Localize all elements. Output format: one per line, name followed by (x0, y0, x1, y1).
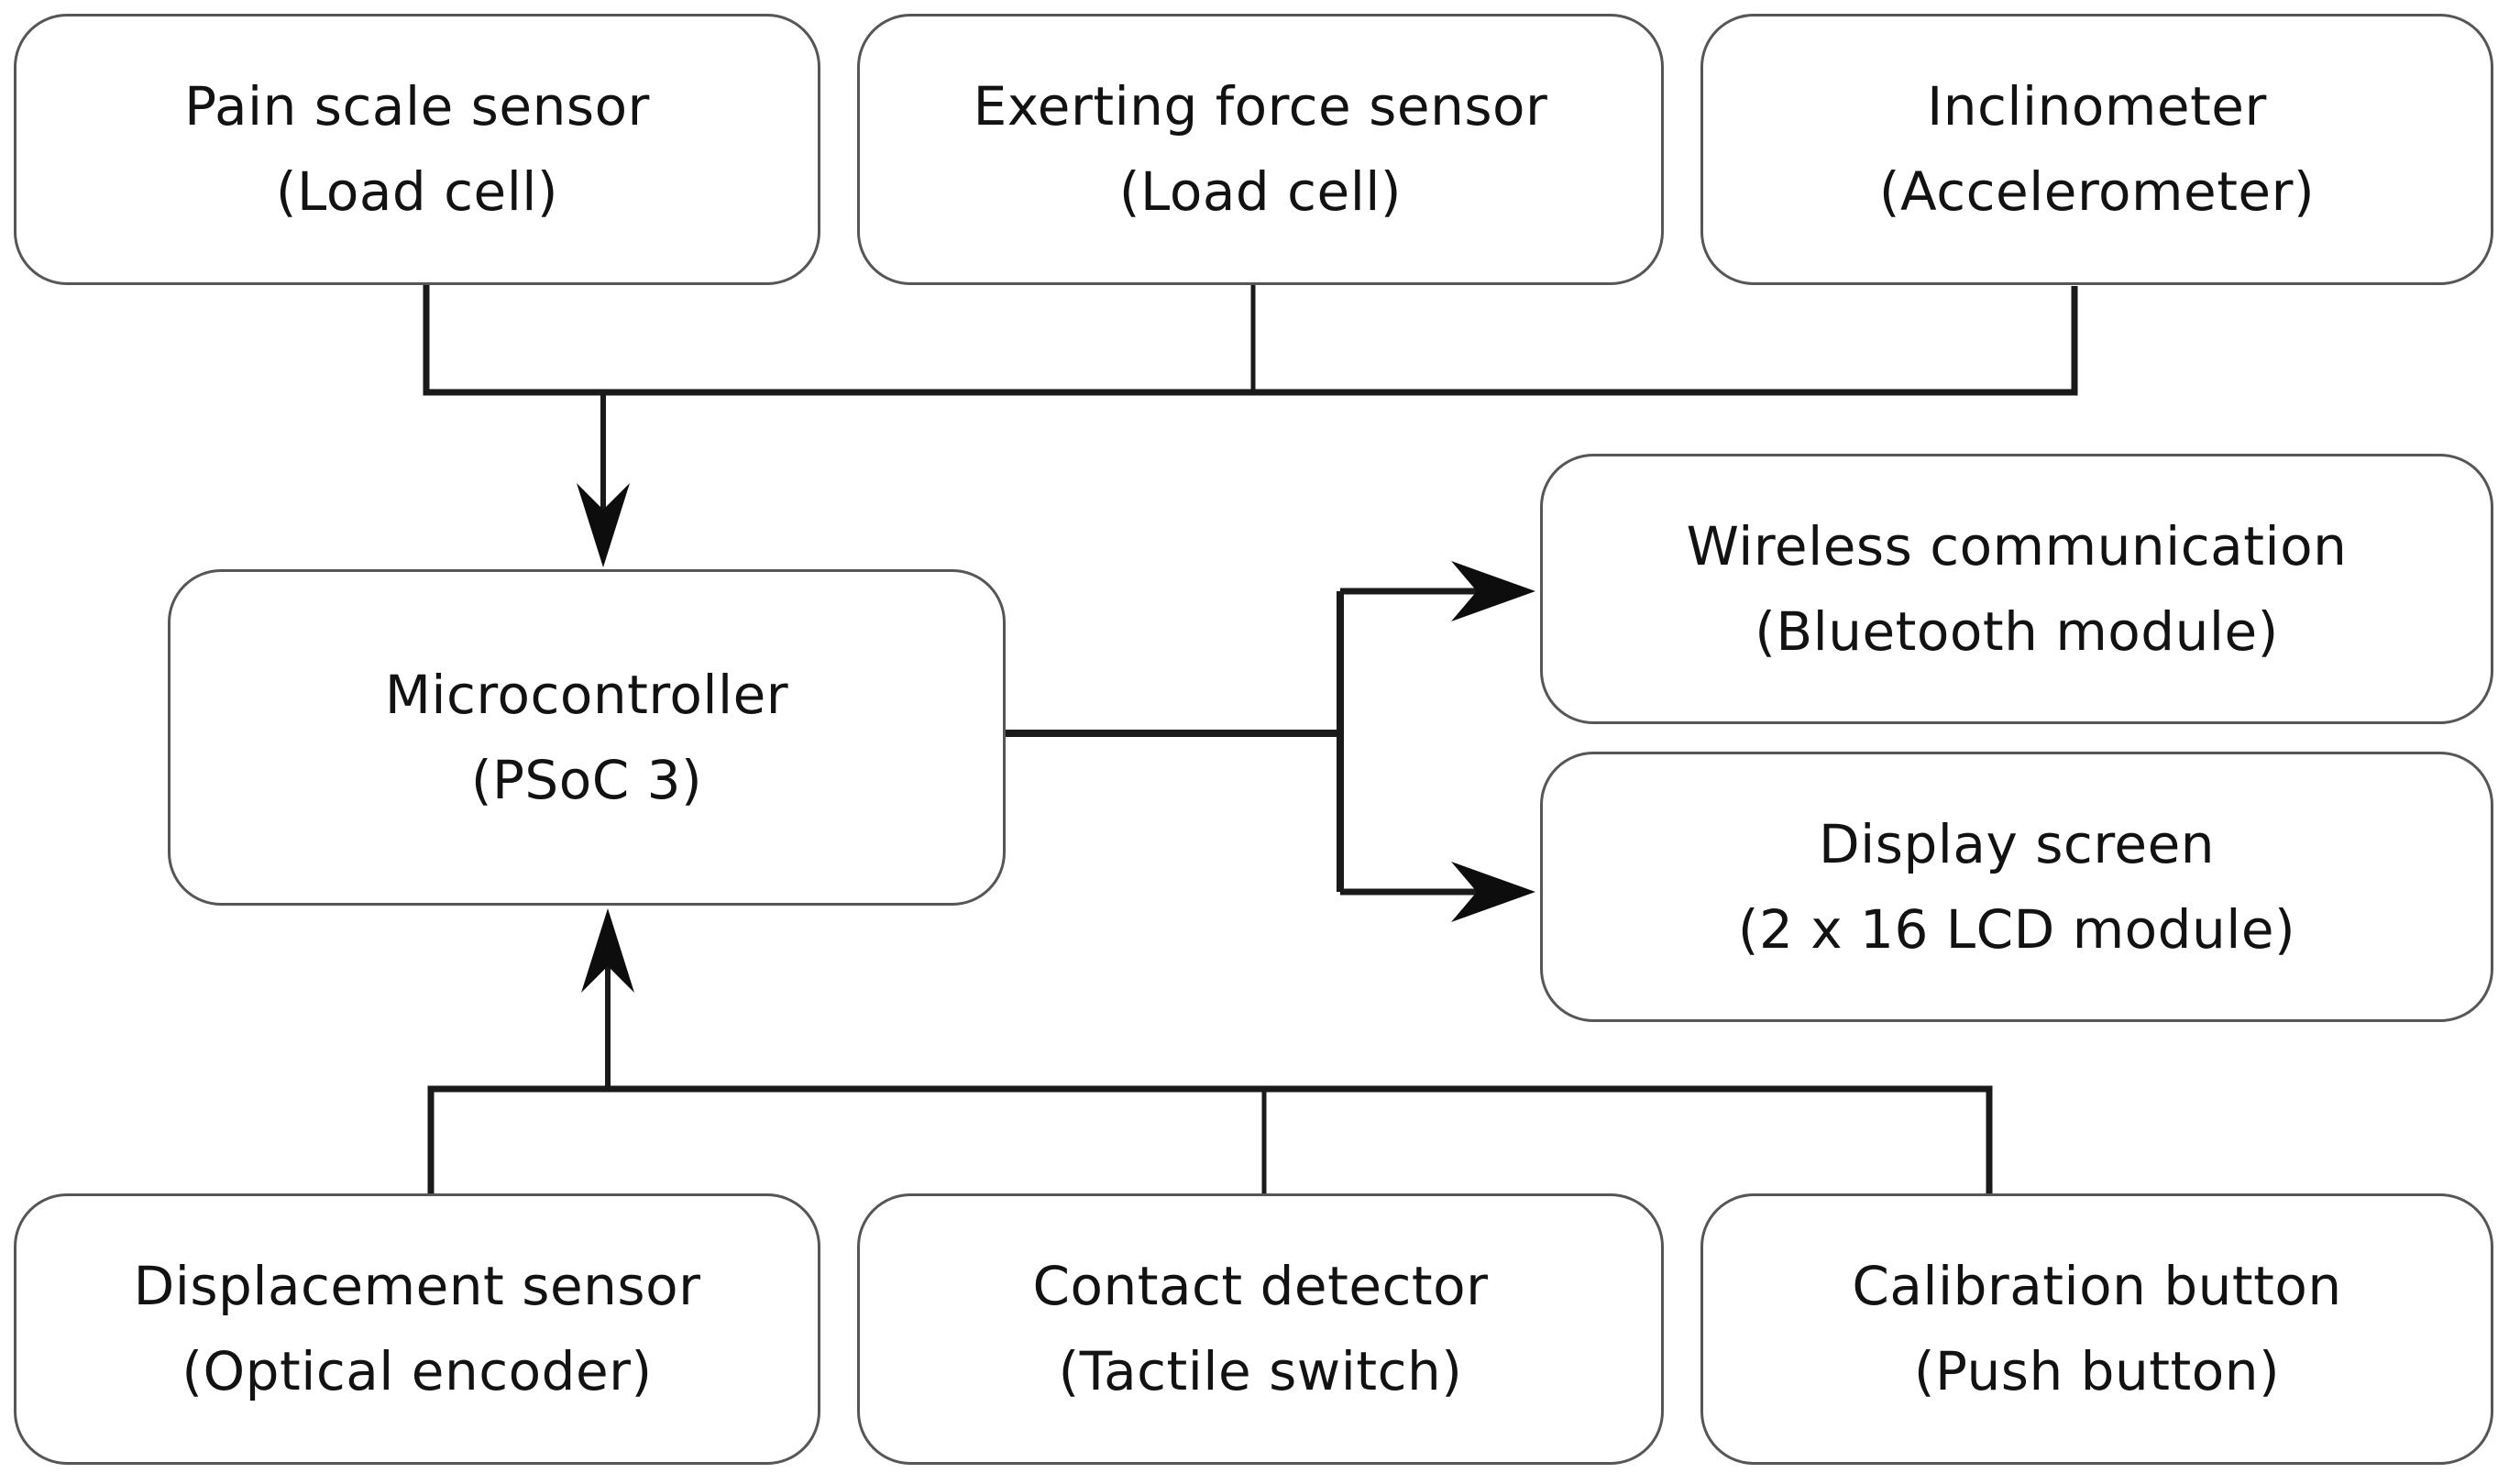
box-sublabel: (Load cell) (275, 160, 559, 223)
box-sublabel: (2 x 16 LCD module) (1737, 897, 2296, 961)
box-pain-scale-sensor: Pain scale sensor (Load cell) (14, 14, 820, 285)
box-sublabel: (PSoC 3) (470, 748, 703, 811)
arrowhead-into-display (1451, 862, 1535, 922)
box-inclinometer: Inclinometer (Accelerometer) (1700, 14, 2493, 285)
box-sublabel: (Load cell) (1118, 160, 1403, 223)
arrowhead-into-wireless (1451, 561, 1535, 621)
box-label: Calibration button (1852, 1255, 2342, 1318)
box-sublabel: (Push button) (1913, 1340, 2281, 1402)
box-label: Wireless communication (1686, 514, 2348, 577)
box-displacement-sensor: Displacement sensor (Optical encoder) (14, 1193, 820, 1465)
arrowhead-down-into-mcu (577, 483, 630, 567)
box-label: Exerting force sensor (973, 75, 1548, 138)
box-label: Displacement sensor (133, 1255, 701, 1318)
box-label: Inclinometer (1927, 75, 2267, 138)
box-wireless-communication: Wireless communication (Bluetooth module… (1540, 454, 2493, 724)
box-sublabel: (Tactile switch) (1058, 1340, 1463, 1402)
box-sublabel: (Optical encoder) (182, 1340, 653, 1402)
arrowhead-up-into-mcu (581, 908, 634, 993)
box-display-screen: Display screen (2 x 16 LCD module) (1540, 752, 2493, 1022)
edge-bottom-bus (427, 1085, 1993, 1193)
box-sublabel: (Accelerometer) (1878, 160, 2316, 223)
box-label: Display screen (1818, 812, 2216, 875)
box-microcontroller: Microcontroller (PSoC 3) (168, 569, 1006, 906)
box-label: Microcontroller (384, 663, 789, 726)
box-exerting-force-sensor: Exerting force sensor (Load cell) (857, 14, 1664, 285)
box-sublabel: (Bluetooth module) (1755, 599, 2279, 663)
edge-mcu-output-branch (1006, 591, 1344, 892)
box-contact-detector: Contact detector (Tactile switch) (857, 1193, 1664, 1465)
box-label: Contact detector (1032, 1255, 1489, 1318)
box-label: Pain scale sensor (184, 75, 650, 138)
edge-top-bus (423, 284, 2078, 396)
box-calibration-button: Calibration button (Push button) (1700, 1193, 2493, 1465)
